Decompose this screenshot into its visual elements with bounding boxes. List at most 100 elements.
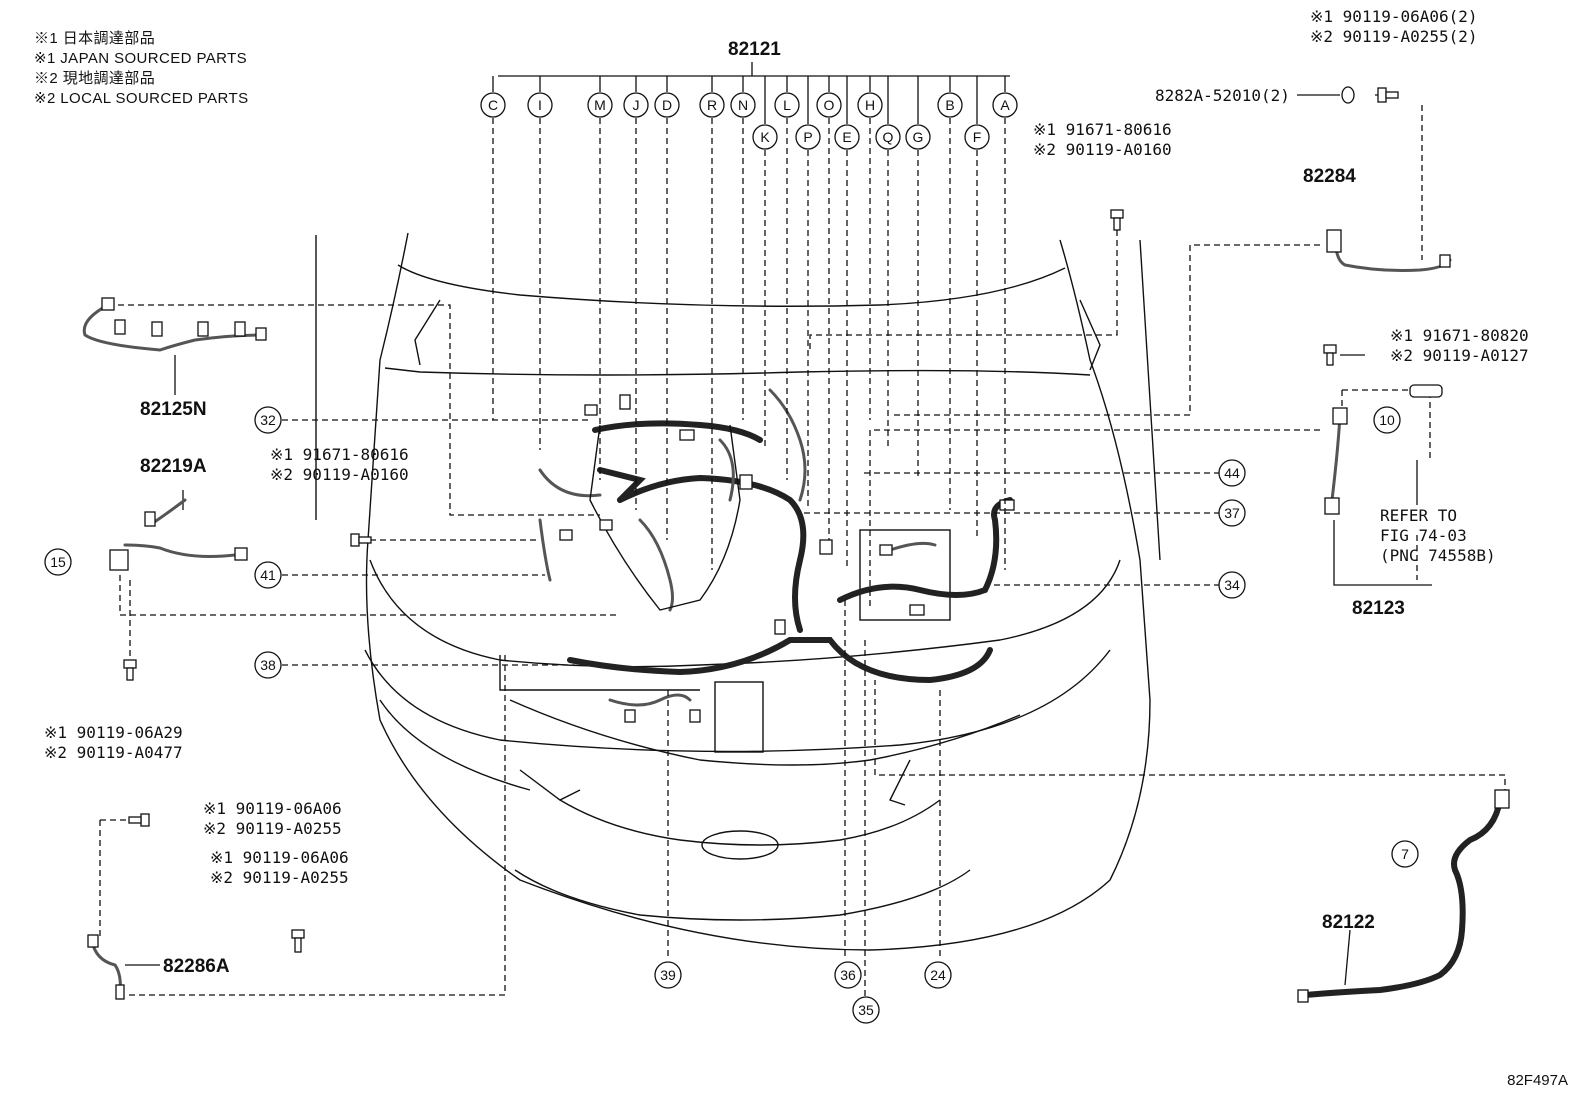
bolt-icon [291, 929, 305, 953]
svg-text:35: 35 [858, 1002, 874, 1018]
connector-callout-a: A [992, 76, 1018, 570]
svg-text:44: 44 [1224, 465, 1240, 481]
car-body-outline [315, 232, 1161, 951]
callout-44: 44 [1218, 459, 1246, 487]
callout-35: 35 [852, 996, 880, 1024]
callout-7: 7 [1391, 840, 1419, 868]
svg-text:K: K [760, 129, 770, 145]
callout-24: 24 [924, 961, 952, 989]
number-callouts: 32 41 38 15 44 37 34 10 7 39 36 35 24 [44, 406, 1419, 1024]
connector-callout-l: L [774, 76, 800, 480]
callout-15: 15 [44, 548, 72, 576]
fastener-right-2: ※2 90119-A0127 [1390, 346, 1529, 365]
sourcing-notes: ※1 日本調達部品 ※1 JAPAN SOURCED PARTS ※2 現地調達… [34, 29, 248, 109]
bolt-icon [123, 659, 137, 681]
fastener-top-right-1: ※1 90119-06A06(2) [1310, 7, 1478, 26]
part-82121: 82121 [728, 39, 781, 60]
callout-39: 39 [654, 961, 682, 989]
connector-callout-k: K [752, 76, 778, 450]
connector-callout-p: P [795, 76, 821, 510]
fastener-bl-a-1: ※1 90119-06A29 [44, 723, 183, 742]
fastener-center-2: ※2 90119-A0160 [1033, 140, 1172, 159]
text-labels: ※1 90119-06A06(2) ※2 90119-A0255(2) 8282… [44, 7, 1529, 977]
svg-text:15: 15 [50, 554, 66, 570]
svg-text:Q: Q [883, 129, 894, 145]
connector-callout-i: I [527, 76, 553, 450]
callout-34: 34 [1218, 571, 1246, 599]
fastener-right-1: ※1 91671-80820 [1390, 326, 1529, 345]
main-harness [538, 388, 1015, 723]
svg-text:D: D [662, 97, 672, 113]
harness-82123 [1324, 384, 1443, 515]
svg-text:O: O [824, 97, 835, 113]
svg-text:39: 39 [660, 967, 676, 983]
svg-text:10: 10 [1379, 412, 1395, 428]
svg-text:J: J [633, 97, 640, 113]
connector-callout-r: R [699, 76, 725, 570]
callout-38: 38 [254, 651, 282, 679]
bolt-icon [1110, 209, 1124, 231]
svg-text:E: E [842, 129, 851, 145]
fastener-bl-b-2: ※2 90119-A0255 [203, 819, 342, 838]
note-japan-en: ※1 JAPAN SOURCED PARTS [34, 50, 248, 67]
svg-text:H: H [865, 97, 875, 113]
part-82284: 82284 [1303, 166, 1356, 187]
note-local-en: ※2 LOCAL SOURCED PARTS [34, 90, 249, 107]
note-local-jp: ※2 現地調達部品 [34, 70, 156, 87]
svg-text:32: 32 [260, 412, 276, 428]
callout-37: 37 [1218, 499, 1246, 527]
connector-callout-m: M [587, 76, 613, 480]
svg-text:L: L [783, 97, 791, 113]
harness-82286A [87, 934, 125, 1000]
connector-callout-h: H [857, 76, 883, 420]
part-82123: 82123 [1352, 598, 1405, 619]
harness-82219A [109, 498, 248, 571]
connector-callout-b: B [937, 76, 963, 510]
connector-callout-o: O [816, 76, 842, 540]
fastener-bl-c-1: ※1 90119-06A06 [210, 848, 349, 867]
part-8282A: 8282A-52010(2) [1155, 86, 1290, 105]
svg-text:37: 37 [1224, 505, 1240, 521]
connector-callout-g: G [905, 76, 931, 480]
connector-callout-q: Q [875, 76, 901, 450]
bolt-icon [1323, 344, 1337, 366]
refer-line-2: FIG 74-03 [1380, 526, 1467, 545]
svg-text:F: F [973, 129, 982, 145]
svg-text:7: 7 [1401, 846, 1409, 862]
part-82125N: 82125N [140, 399, 207, 420]
svg-text:36: 36 [840, 967, 856, 983]
harness-82125N [82, 297, 267, 352]
svg-text:G: G [913, 129, 924, 145]
fastener-left-1: ※1 91671-80616 [270, 445, 409, 464]
grommet-icon [1341, 86, 1355, 104]
connector-callout-j: J [623, 76, 649, 510]
bolt-icon [1377, 87, 1399, 103]
callout-10: 10 [1373, 406, 1401, 434]
svg-text:C: C [488, 97, 498, 113]
connector-callout-e: E [834, 76, 860, 570]
bolt-icons [123, 86, 1399, 953]
callout-36: 36 [834, 961, 862, 989]
fastener-top-right-2: ※2 90119-A0255(2) [1310, 27, 1478, 46]
bolt-icon [350, 533, 372, 547]
part-82219A: 82219A [140, 456, 207, 477]
figure-code: 82F497A [1507, 1072, 1568, 1089]
fastener-center-1: ※1 91671-80616 [1033, 120, 1172, 139]
callout-41: 41 [254, 561, 282, 589]
svg-text:41: 41 [260, 567, 276, 583]
svg-text:M: M [594, 97, 606, 113]
fastener-bl-b-1: ※1 90119-06A06 [203, 799, 342, 818]
note-japan-jp: ※1 日本調達部品 [34, 30, 156, 47]
svg-text:N: N [738, 97, 748, 113]
harness-82284 [1326, 229, 1452, 272]
svg-text:B: B [945, 97, 954, 113]
harness-82122 [1297, 789, 1510, 1003]
fastener-left-2: ※2 90119-A0160 [270, 465, 409, 484]
refer-line-1: REFER TO [1380, 506, 1457, 525]
connector-callout-c: C [480, 76, 506, 420]
refer-line-3: (PNC 74558B) [1380, 546, 1496, 565]
svg-text:38: 38 [260, 657, 276, 673]
callout-32: 32 [254, 406, 282, 434]
